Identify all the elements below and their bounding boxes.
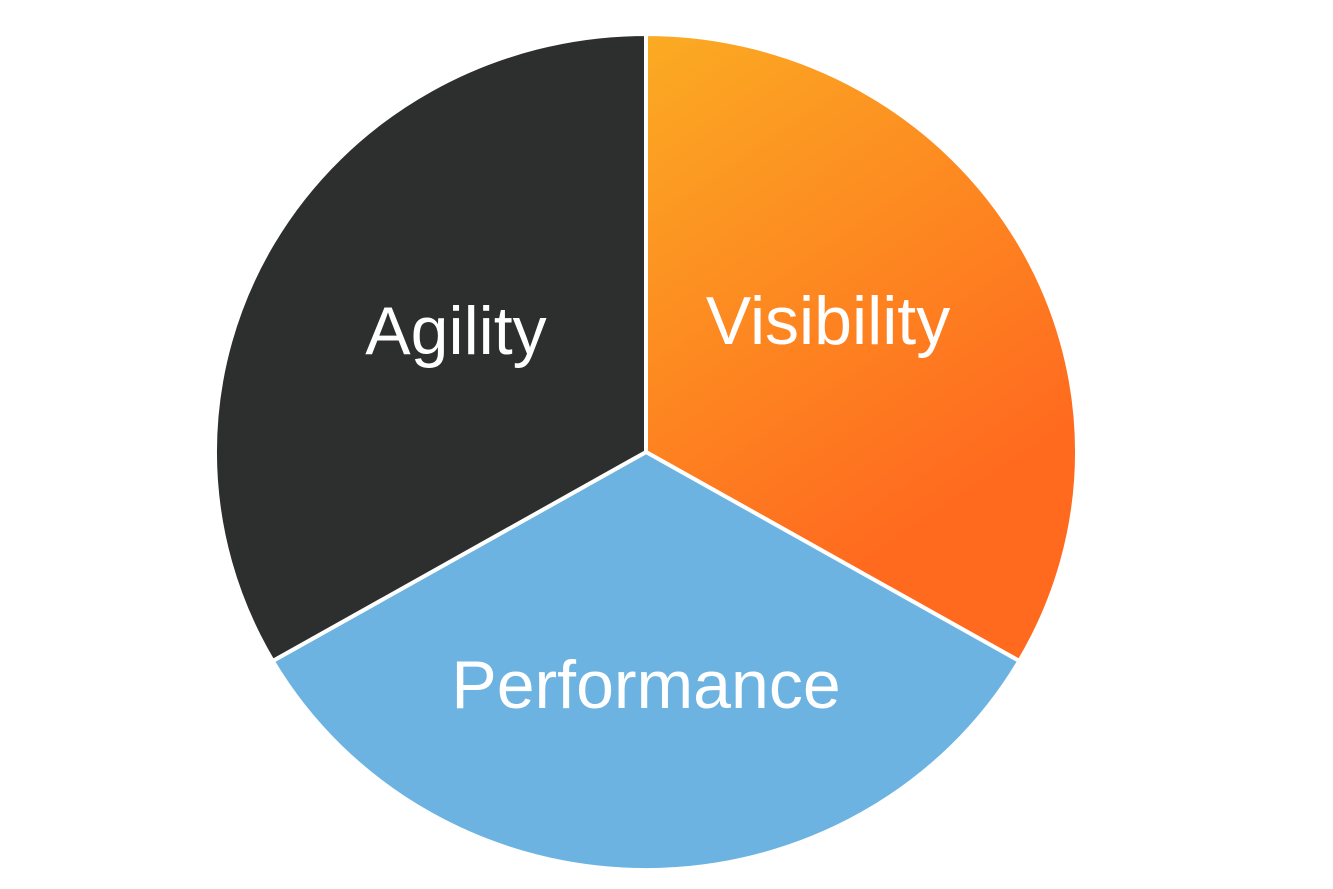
- segment-performance: [270, 450, 1022, 872]
- segment-label-visibility: Visibility: [706, 283, 950, 359]
- segment-visibility: [644, 32, 1080, 663]
- segment-label-performance: Performance: [451, 647, 840, 723]
- segment-label-agility: Agility: [365, 293, 546, 369]
- segment-agility: [212, 32, 648, 663]
